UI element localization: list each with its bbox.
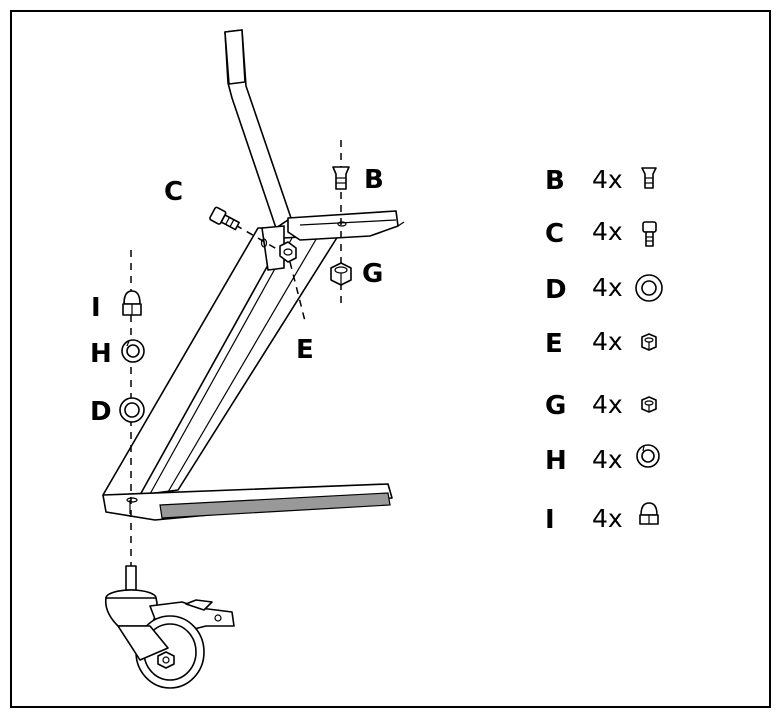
socket-cap-screw-icon (642, 221, 657, 247)
part-qty: 4x (592, 273, 623, 302)
upper-arm-tab (224, 29, 246, 85)
plate-hole (260, 238, 268, 248)
channel-edge (149, 237, 293, 495)
flat-washer-icon (635, 274, 663, 302)
part-qty: 4x (592, 217, 623, 246)
part-letter: C (545, 219, 564, 249)
part-qty: 4x (592, 504, 623, 533)
split-lock-washer-icon (636, 444, 660, 468)
leg-frame (102, 29, 405, 521)
top-rail-end (397, 221, 405, 227)
rail-hole (337, 221, 347, 227)
callout-g: G (362, 259, 383, 289)
caster-axle (162, 656, 170, 664)
caster-stem (125, 565, 137, 591)
parts-list-row: C 4x (545, 217, 657, 249)
joint-plate (261, 225, 285, 271)
part-qty: 4x (592, 390, 623, 419)
part-qty: 4x (592, 165, 623, 194)
acorn-cap-nut-icon (122, 290, 142, 316)
part-letter: H (545, 446, 567, 476)
part-qty: 4x (592, 445, 623, 474)
hex-nut-icon (641, 396, 657, 413)
bottom-rail-shade (159, 492, 391, 519)
caster-axle-nut (157, 651, 175, 669)
parts-list-row: B 4x (545, 165, 657, 196)
callout-e: E (296, 335, 314, 365)
part-letter: B (545, 166, 565, 196)
lock-nut-icon (279, 241, 297, 263)
callout-b: B (364, 165, 384, 195)
axis-e (289, 261, 307, 326)
parts-list-row: I 4x (545, 502, 659, 535)
callout-h: H (90, 339, 112, 369)
caster-pivot (214, 614, 222, 622)
parts-list-row: E 4x (545, 327, 657, 359)
callout-d: D (90, 397, 112, 427)
countersunk-screw-icon (641, 167, 657, 189)
part-letter: E (545, 329, 563, 359)
parts-list-row: G 4x (545, 390, 657, 421)
caster-fork (117, 625, 169, 661)
caster-swivel (104, 597, 158, 627)
parts-list: B 4x C 4x D (545, 165, 663, 535)
channel-edge (167, 235, 319, 493)
parts-list-row: D 4x (545, 273, 663, 305)
flat-washer-icon (119, 397, 145, 423)
top-rail-edge (299, 219, 397, 226)
part-qty: 4x (592, 327, 623, 356)
part-letter: D (545, 275, 567, 305)
split-lock-washer-icon (121, 339, 145, 363)
caster-wheel (104, 565, 235, 689)
caster-hole-rim (126, 497, 138, 503)
part-letter: G (545, 391, 566, 421)
callout-c: C (164, 177, 183, 207)
socket-cap-screw-icon (209, 206, 240, 231)
callout-labels: B C G E I H D (90, 165, 384, 427)
countersunk-screw-icon (332, 166, 350, 190)
parts-list-row: H 4x (545, 444, 660, 476)
diagram-frame (10, 10, 771, 708)
caster-brake-pedal (185, 599, 213, 611)
callout-i: I (91, 293, 101, 323)
lock-nut-icon (641, 333, 657, 351)
acorn-cap-nut-icon (639, 502, 659, 525)
part-letter: I (545, 505, 555, 535)
hex-nut-icon (330, 262, 352, 286)
